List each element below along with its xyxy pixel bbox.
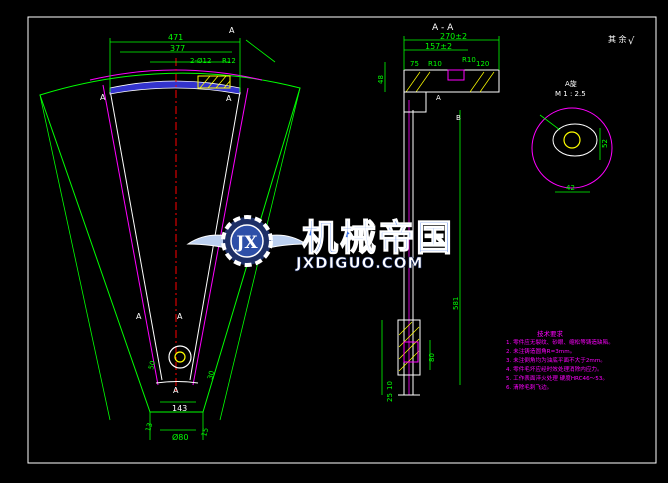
label-a-top: A bbox=[229, 26, 235, 35]
section-hub-bore bbox=[403, 341, 419, 363]
section-dimensions bbox=[381, 36, 500, 395]
dim-bottom-diameter: Ø80 bbox=[172, 432, 188, 442]
detail-scale: M 1 : 2.5 bbox=[555, 90, 586, 98]
hub-inner-circle bbox=[174, 351, 186, 363]
hub-outer-circle bbox=[168, 345, 192, 369]
note-item-4: 4. 零件毛坏应经时效处理消除内应力。 bbox=[506, 365, 603, 373]
dim-angle-right: 15 bbox=[200, 427, 210, 438]
label-a-bottom-center: A bbox=[177, 312, 183, 321]
section-view: A - A bbox=[377, 23, 500, 402]
note-item-3: 3. 未注倒角均为油底平面不大于2mm。 bbox=[506, 356, 606, 364]
section-hub bbox=[397, 319, 421, 376]
watermark-title: 机械帝国 bbox=[302, 218, 454, 259]
sector-inner-left bbox=[109, 89, 163, 381]
watermark: JX 机械帝国 JXDIGUO.COM bbox=[186, 215, 454, 272]
dim-inner-width: 377 bbox=[170, 44, 185, 53]
label-a-left: A bbox=[100, 93, 106, 102]
detail-bore bbox=[563, 131, 581, 149]
dim-bottom-width: 143 bbox=[172, 404, 187, 413]
note-item-1: 1. 零件应无裂纹、砂眼、缩松等铸造缺陷。 bbox=[506, 338, 614, 346]
label-a-right: A bbox=[226, 94, 232, 103]
watermark-url: JXDIGUO.COM bbox=[295, 254, 423, 272]
sec-dim-r10b: R10 bbox=[462, 56, 476, 64]
sec-dim-120: 120 bbox=[476, 60, 489, 68]
roughness-mark: 其 余 bbox=[608, 34, 627, 44]
sec-dim-80: 80 bbox=[428, 353, 436, 362]
watermark-logo-letters: JX bbox=[234, 233, 258, 253]
label-a-bottom-arrow: A bbox=[173, 386, 179, 395]
sec-dim-top: 270±2 bbox=[440, 32, 467, 41]
notes-heading: 技术要求 bbox=[537, 329, 564, 338]
sector-top-band bbox=[109, 80, 241, 95]
detail-title: A旋 bbox=[565, 79, 577, 88]
drawing-frame bbox=[27, 16, 657, 464]
dim-top-width: 471 bbox=[168, 33, 183, 42]
sector-outer-outline bbox=[39, 72, 301, 413]
note-item-6: 6. 清除毛刺飞边。 bbox=[506, 383, 552, 391]
detail-dim-42: 42 bbox=[566, 184, 575, 192]
detail-view: A旋 M 1 : 2.5 42 52 其 余 √ bbox=[531, 34, 635, 193]
section-top-hatch bbox=[405, 71, 495, 93]
section-title: A - A bbox=[432, 23, 454, 33]
sec-dim-r10: R10 bbox=[428, 60, 442, 68]
sec-dim-75: 75 bbox=[410, 60, 419, 68]
detail-outer-circle bbox=[531, 107, 613, 189]
sector-hatch-block bbox=[197, 75, 231, 89]
dim-slot-width: 2-Ø12 bbox=[190, 57, 211, 65]
detail-ellipse bbox=[552, 123, 598, 157]
sec-dim-long: 581 bbox=[452, 297, 460, 310]
sec-dim-48: 48 bbox=[377, 75, 385, 84]
dim-angle-left: 13 bbox=[144, 422, 154, 433]
label-a-bottom-left: A bbox=[136, 312, 142, 321]
section-arrow-b: B bbox=[456, 114, 461, 122]
roughness-symbol-icon: √ bbox=[628, 36, 635, 47]
sec-dim-mid: 157±2 bbox=[425, 42, 452, 51]
section-stem-head bbox=[403, 91, 427, 113]
note-item-2: 2. 未注铸造圆角R=3mm。 bbox=[506, 347, 575, 355]
dim-height-50: 50 bbox=[147, 360, 157, 371]
note-item-5: 5. 工作表面淬火处理 硬度HRC46～53。 bbox=[506, 374, 608, 382]
detail-dimensions bbox=[539, 114, 601, 193]
sector-view: 471 377 2-Ø12 R12 143 Ø80 13 15 30 50 A … bbox=[39, 26, 301, 442]
detail-dim-52: 52 bbox=[601, 139, 609, 148]
sec-dim-10: 10 bbox=[386, 381, 394, 390]
sector-left-edge bbox=[102, 84, 159, 386]
sector-bottom-arc bbox=[155, 381, 199, 384]
dim-slot-r: R12 bbox=[222, 57, 236, 65]
sec-dim-25: 25 bbox=[386, 393, 394, 402]
technical-notes: 技术要求 1. 零件应无裂纹、砂眼、缩松等铸造缺陷。 2. 未注铸造圆角R=3m… bbox=[506, 329, 614, 391]
section-arrow-a: A bbox=[436, 94, 441, 102]
section-slot bbox=[447, 69, 465, 81]
dim-side-30: 30 bbox=[206, 370, 216, 381]
